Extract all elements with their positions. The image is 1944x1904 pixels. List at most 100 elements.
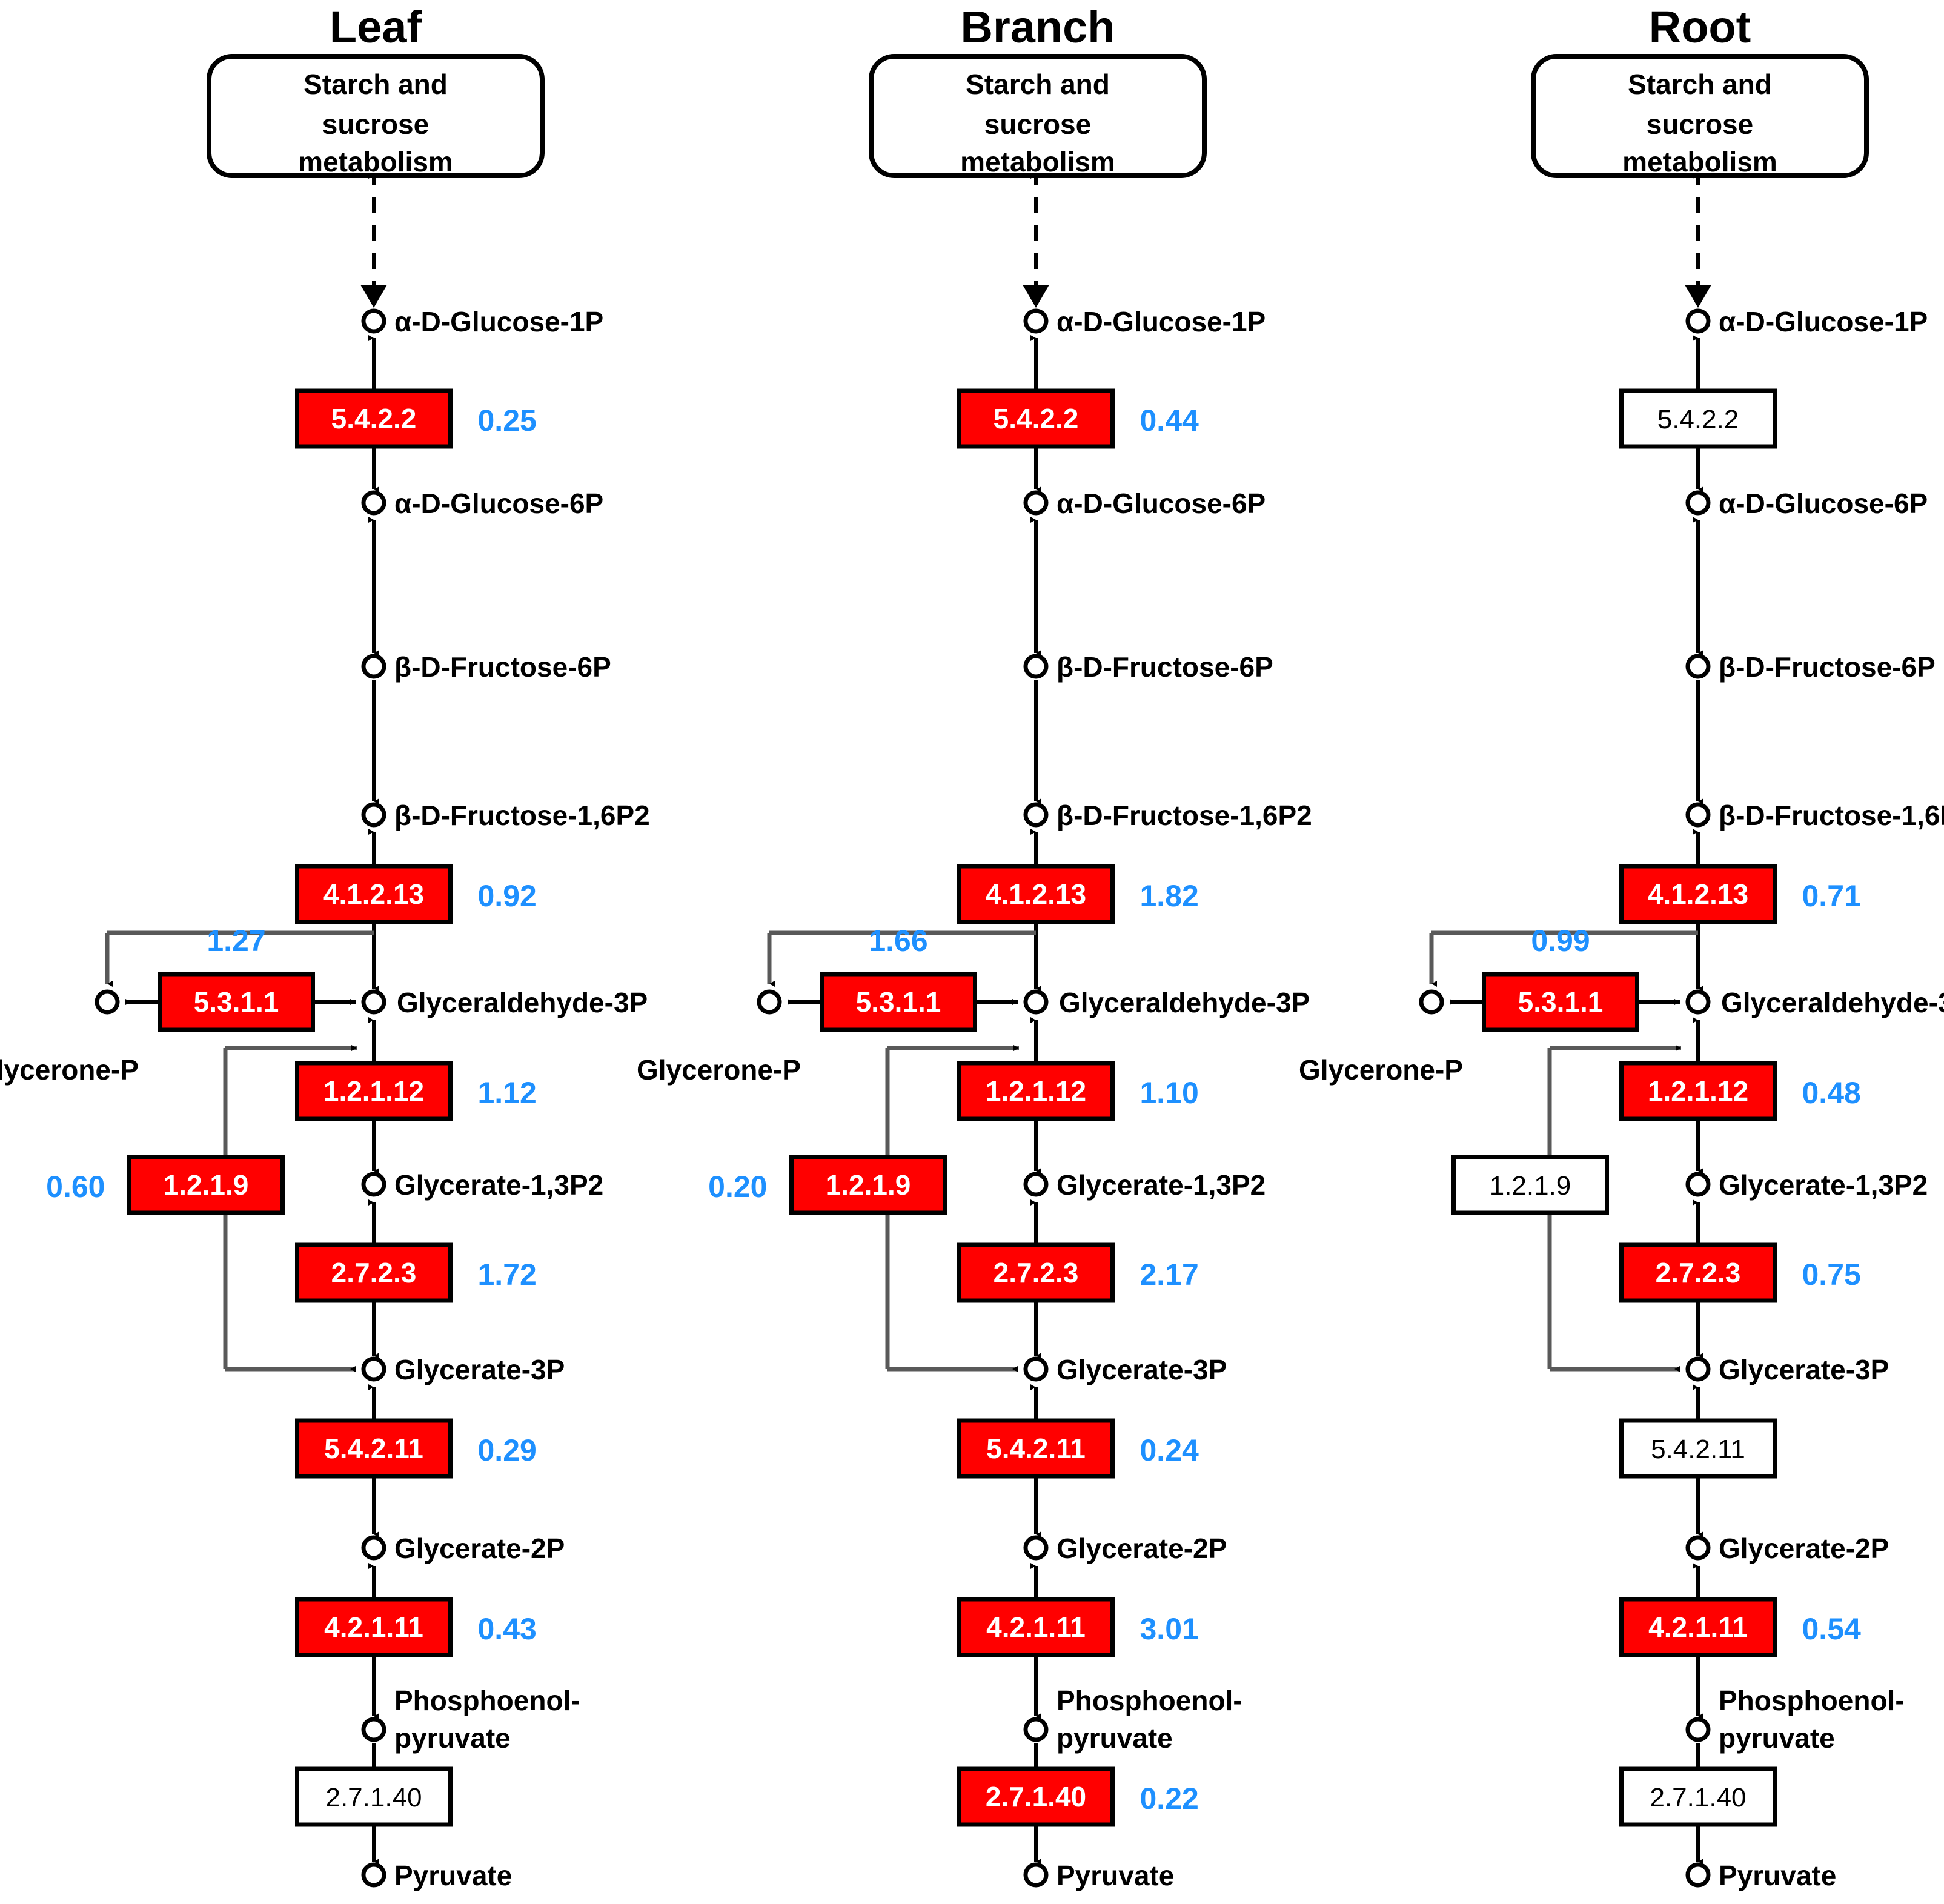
node-glycerate-3p — [1685, 1356, 1711, 1382]
enzyme-gapdh-1[interactable] — [957, 1061, 1115, 1121]
value-pgam-0: 0.29 — [478, 1433, 537, 1467]
enzyme-enolase-2-label: 4.2.1.11 — [1648, 1611, 1748, 1643]
enzyme-gapn-label: 1.2.1.9 — [1490, 1171, 1571, 1201]
label-fructose-16p2: β-D-Fructose-1,6P2 — [1719, 800, 1944, 831]
node-fructose-16p2 — [1685, 802, 1711, 828]
column-title-root: Root — [1649, 2, 1751, 52]
node-glucose-6p — [1023, 490, 1049, 516]
enzyme-gapdh-1-label: 1.2.1.12 — [986, 1075, 1086, 1107]
label-pep-line2: pyruvate — [1057, 1722, 1173, 1754]
label-glycerate-13p2: Glycerate-1,3P2 — [1057, 1169, 1266, 1201]
enzyme-tpi-2[interactable] — [1482, 972, 1639, 1032]
label-pep-line1: Phosphoenol- — [1719, 1685, 1905, 1716]
enzyme-pgam-2[interactable] — [1619, 1418, 1777, 1479]
label-glycerate-2p: Glycerate-2P — [394, 1533, 565, 1564]
value-tpi-0: 1.27 — [207, 924, 265, 958]
node-glycerone-p — [1419, 989, 1444, 1015]
value-aldolase-1: 1.82 — [1140, 879, 1199, 913]
label-glucose-6p: α-D-Glucose-6P — [394, 488, 603, 519]
node-glucose-1p — [361, 308, 386, 334]
node-glucose-6p — [361, 490, 386, 516]
node-pyruvate — [361, 1862, 386, 1888]
enzyme-enolase-1[interactable] — [957, 1597, 1115, 1657]
enzyme-gapdh-2-label: 1.2.1.12 — [1648, 1075, 1748, 1107]
enzyme-aldolase-0[interactable] — [295, 864, 453, 924]
label-pyruvate: Pyruvate — [1057, 1860, 1174, 1891]
enzyme-pk-0-label: 2.7.1.40 — [325, 1783, 422, 1813]
enzyme-aldolase-1-label: 4.1.2.13 — [986, 878, 1086, 910]
label-glucose-6p: α-D-Glucose-6P — [1719, 488, 1928, 519]
label-fructose-6p: β-D-Fructose-6P — [394, 651, 611, 683]
node-pyruvate — [1023, 1862, 1049, 1888]
node-phosphoenolpyruvate — [1023, 1717, 1049, 1742]
enzyme-gapn-0[interactable] — [127, 1155, 285, 1215]
value-enolase-2: 0.54 — [1802, 1612, 1862, 1646]
column-title-branch: Branch — [961, 2, 1115, 52]
label-glycerone-p: Glycerone-P — [1299, 1054, 1463, 1086]
enzyme-gapn-1[interactable] — [789, 1155, 947, 1215]
value-pgm-1: 0.44 — [1140, 403, 1199, 437]
value-gapdh-1: 1.10 — [1140, 1076, 1199, 1110]
node-glucose-1p — [1685, 308, 1711, 334]
node-glucose-1p — [1023, 308, 1049, 334]
enzyme-pgam-1[interactable] — [957, 1418, 1115, 1479]
pathway-box-line3: metabolism — [1622, 146, 1777, 177]
label-glucose-6p: α-D-Glucose-6P — [1057, 488, 1266, 519]
enzyme-enolase-2[interactable] — [1619, 1597, 1777, 1657]
node-fructose-16p2 — [361, 802, 386, 828]
enzyme-gapn-label: 1.2.1.9 — [826, 1169, 911, 1201]
node-glyceraldehyde-3p — [361, 989, 386, 1015]
node-glycerate-2p — [1023, 1535, 1049, 1561]
enzyme-pgam-0[interactable] — [295, 1418, 453, 1479]
value-gapn-0: 0.60 — [46, 1170, 105, 1204]
node-glycerate-2p — [1685, 1535, 1711, 1561]
enzyme-pgam-2-label: 5.4.2.11 — [1651, 1435, 1745, 1464]
node-glycerone-p — [757, 989, 782, 1015]
enzyme-pgam-1-label: 5.4.2.11 — [986, 1433, 1086, 1464]
enzyme-gapn-label: 1.2.1.9 — [164, 1169, 249, 1201]
value-pk-1: 0.22 — [1140, 1782, 1199, 1816]
value-tpi-1: 1.66 — [869, 924, 927, 958]
enzyme-pk-1-label: 2.7.1.40 — [986, 1781, 1086, 1813]
node-glycerate-13p2 — [1685, 1172, 1711, 1197]
enzyme-pk-2-label: 2.7.1.40 — [1650, 1783, 1746, 1813]
enzyme-pgk-2[interactable] — [1619, 1242, 1777, 1303]
value-gapdh-0: 1.12 — [478, 1076, 537, 1110]
enzyme-enolase-1-label: 4.2.1.11 — [986, 1611, 1086, 1643]
enzyme-pgk-2-label: 2.7.2.3 — [1656, 1257, 1741, 1289]
value-aldolase-2: 0.71 — [1802, 879, 1861, 913]
value-tpi-2: 0.99 — [1531, 924, 1590, 958]
node-glycerate-3p — [1023, 1356, 1049, 1382]
label-pyruvate: Pyruvate — [1719, 1860, 1836, 1891]
enzyme-pgk-1-label: 2.7.2.3 — [994, 1257, 1079, 1289]
pathway-box-line3: metabolism — [298, 146, 453, 177]
node-fructose-16p2 — [1023, 802, 1049, 828]
label-pep-line1: Phosphoenol- — [394, 1685, 580, 1716]
enzyme-pgk-0[interactable] — [295, 1242, 453, 1303]
node-fructose-6p — [1685, 654, 1711, 679]
enzyme-enolase-0[interactable] — [295, 1597, 453, 1657]
label-glycerate-3p: Glycerate-3P — [1719, 1354, 1889, 1385]
node-glycerate-2p — [361, 1535, 386, 1561]
pathway-box-line3: metabolism — [960, 146, 1115, 177]
enzyme-pgam-0-label: 5.4.2.11 — [324, 1433, 423, 1464]
node-phosphoenolpyruvate — [361, 1717, 386, 1742]
enzyme-tpi-label: 5.3.1.1 — [856, 986, 941, 1018]
pathway-box-line1: Starch and — [966, 68, 1110, 100]
value-gapdh-2: 0.48 — [1802, 1076, 1861, 1110]
enzyme-gapn-2[interactable] — [1451, 1155, 1609, 1215]
label-pep-line1: Phosphoenol- — [1057, 1685, 1242, 1716]
enzyme-pgm-1[interactable] — [957, 388, 1115, 449]
label-fructose-6p: β-D-Fructose-6P — [1719, 651, 1936, 683]
node-glyceraldehyde-3p — [1685, 989, 1711, 1015]
label-glyceraldehyde-3p: Glyceraldehyde-3P — [1721, 987, 1944, 1018]
enzyme-pk-2[interactable] — [1619, 1766, 1777, 1827]
value-pgk-0: 1.72 — [478, 1258, 537, 1292]
label-glycerone-p: Glycerone-P — [0, 1054, 139, 1086]
enzyme-pk-0[interactable] — [295, 1766, 453, 1827]
label-glyceraldehyde-3p: Glyceraldehyde-3P — [397, 987, 648, 1018]
pathway-box-line2: sucrose — [322, 108, 429, 140]
node-fructose-6p — [1023, 654, 1049, 679]
